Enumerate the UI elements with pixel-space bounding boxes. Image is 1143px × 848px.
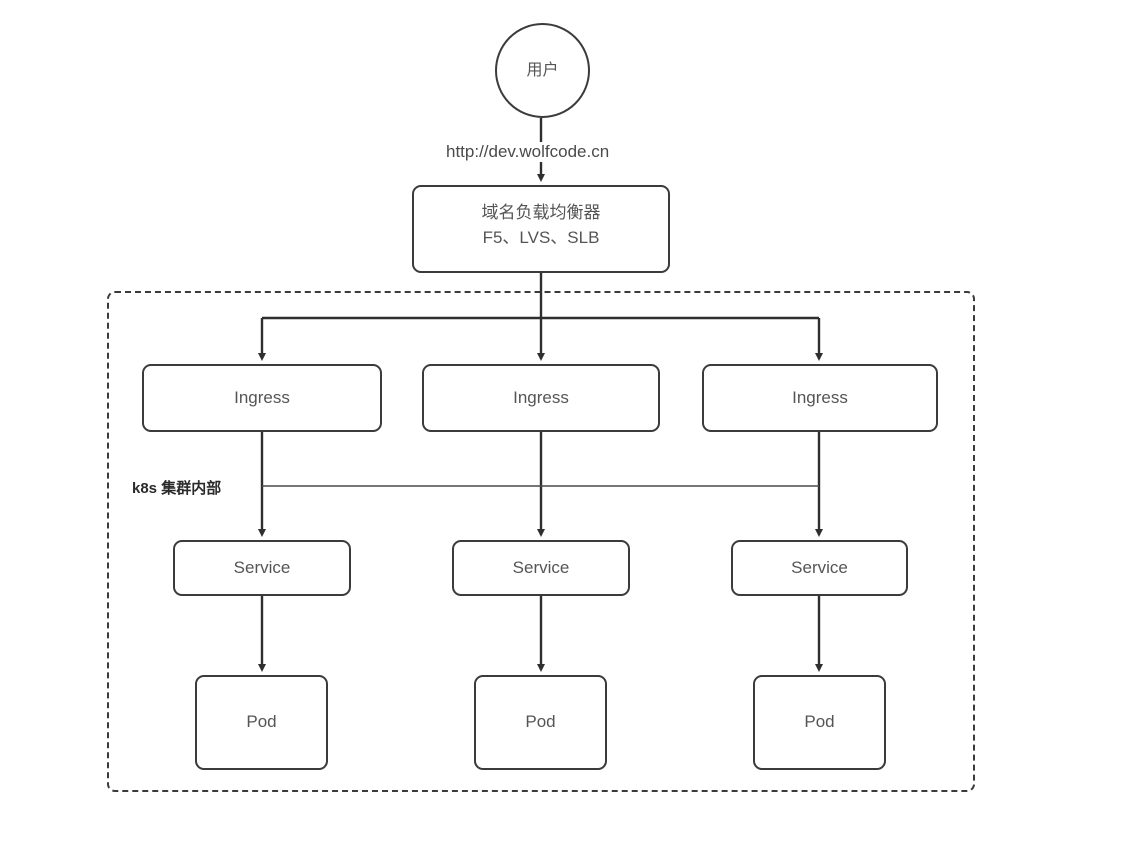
node-ingress-1[interactable]: Ingress [142,364,382,432]
node-ingress-3[interactable]: Ingress [702,364,938,432]
k8s-cluster-boundary [107,291,975,792]
cluster-label: k8s 集群内部 [129,477,225,498]
node-pod-2[interactable]: Pod [474,675,607,770]
node-ingress-2[interactable]: Ingress [422,364,660,432]
edge-label-url: http://dev.wolfcode.cn [443,142,613,162]
node-user[interactable]: 用户 [495,23,590,118]
node-pod-3[interactable]: Pod [753,675,886,770]
node-service-1[interactable]: Service [173,540,351,596]
node-service-3[interactable]: Service [731,540,908,596]
node-load-balancer[interactable]: 域名负载均衡器 F5、LVS、SLB [412,185,670,273]
node-service-2[interactable]: Service [452,540,630,596]
node-pod-1[interactable]: Pod [195,675,328,770]
